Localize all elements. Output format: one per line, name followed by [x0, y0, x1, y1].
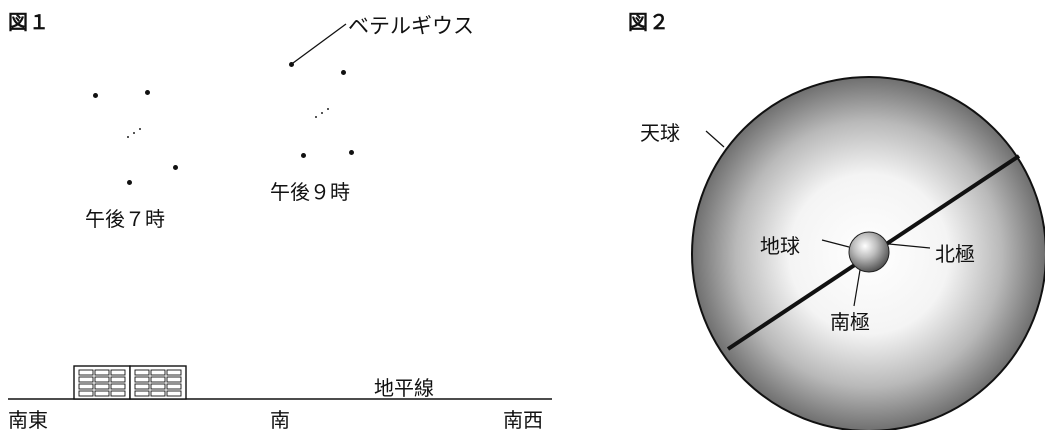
buildings [73, 365, 187, 400]
betelgeuse-star [289, 62, 294, 67]
building-window [110, 383, 126, 390]
north-pole-label: 北極 [935, 242, 975, 266]
building-window [166, 369, 182, 376]
building-window [150, 376, 166, 383]
belt-star [127, 136, 129, 138]
earth-label: 地球 [760, 234, 800, 258]
earth [848, 231, 890, 273]
building-window [134, 383, 150, 390]
building-window [150, 390, 166, 397]
star [145, 90, 150, 95]
building-window [150, 369, 166, 376]
building-window [166, 376, 182, 383]
belt-star [133, 132, 135, 134]
building-window [110, 376, 126, 383]
belt-star [139, 128, 141, 130]
building-window [110, 390, 126, 397]
star [127, 180, 132, 185]
building-window [166, 383, 182, 390]
south-pole-label: 南極 [830, 310, 870, 334]
building-window [78, 390, 94, 397]
building-window [94, 390, 110, 397]
betelgeuse-label: ベテルギウス [348, 14, 474, 38]
building-window [78, 369, 94, 376]
belt-star [327, 108, 329, 110]
star [301, 153, 306, 158]
building-window [134, 369, 150, 376]
star [341, 70, 346, 75]
star [349, 150, 354, 155]
direction-south: 南 [270, 408, 290, 432]
building-window [150, 383, 166, 390]
belt-star [315, 116, 317, 118]
belt-star [321, 112, 323, 114]
celestial-sphere-label: 天球 [640, 121, 680, 145]
building-window [94, 369, 110, 376]
time-label-9pm: 午後９時 [270, 180, 350, 204]
building-window [134, 390, 150, 397]
time-label-7pm: 午後７時 [85, 207, 165, 231]
building-window [110, 369, 126, 376]
horizon-label: 地平線 [374, 376, 434, 400]
building-window [166, 390, 182, 397]
figure2-label: 図２ [628, 10, 670, 34]
direction-southeast: 南東 [8, 408, 48, 432]
building-window [94, 376, 110, 383]
building-window [78, 383, 94, 390]
building-window [78, 376, 94, 383]
direction-southwest: 南西 [503, 408, 543, 432]
star [173, 165, 178, 170]
building-window [94, 383, 110, 390]
star [93, 93, 98, 98]
building-window [134, 376, 150, 383]
figure1-label: 図１ [8, 10, 50, 34]
